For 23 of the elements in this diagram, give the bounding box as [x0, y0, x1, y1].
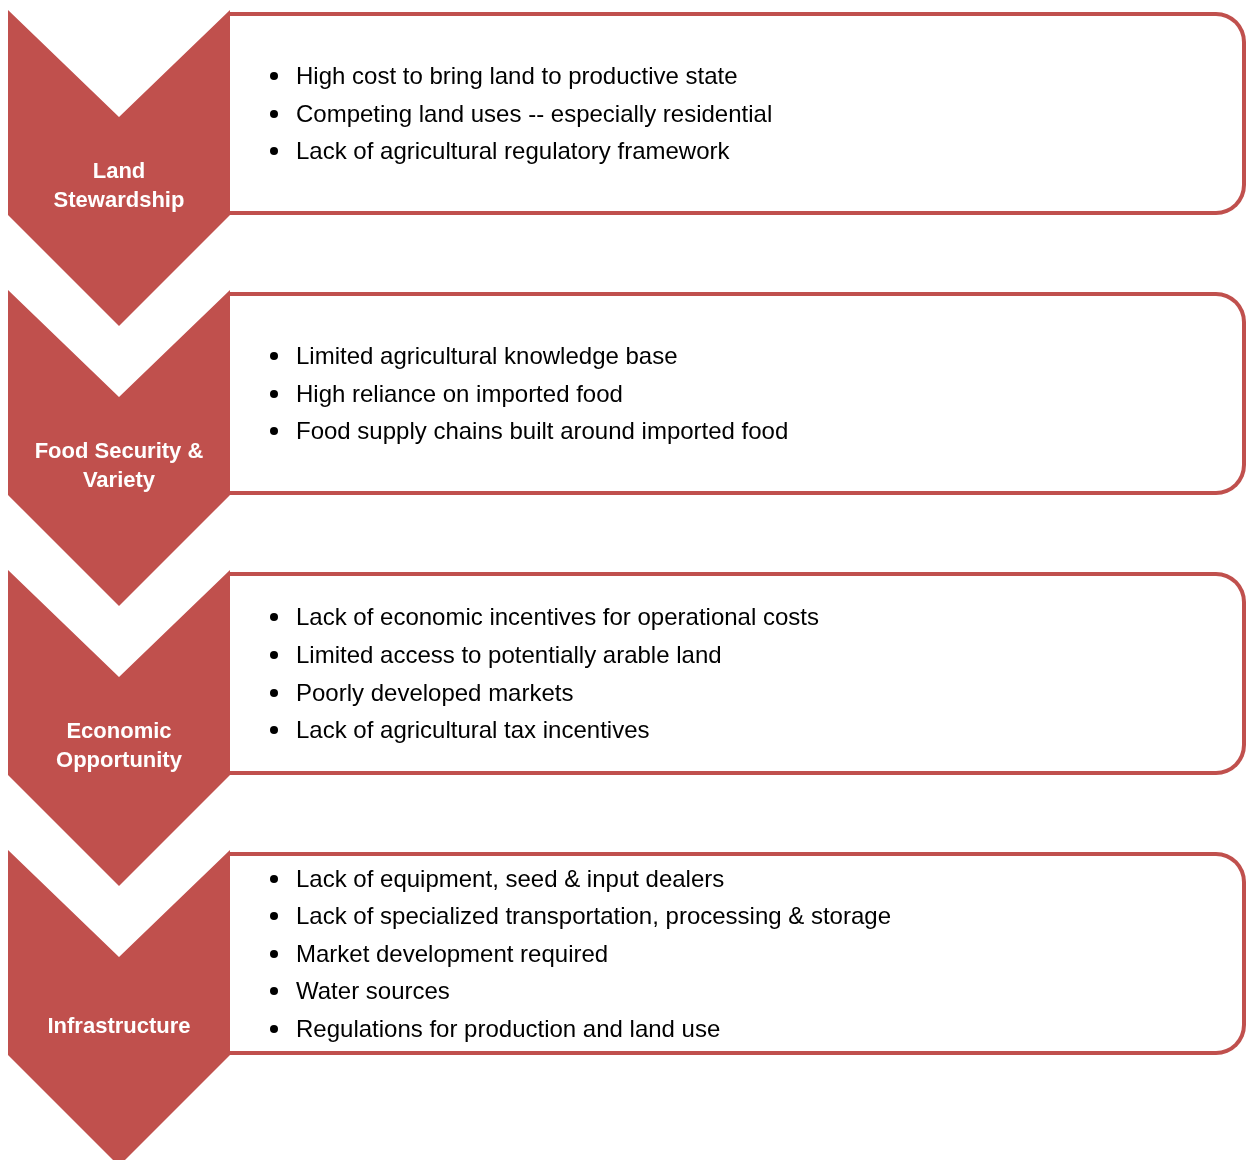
chevron-label: Infrastructure — [47, 1011, 191, 1040]
bullet-item: Lack of agricultural tax incentives — [270, 711, 650, 749]
text-panel — [230, 572, 1246, 775]
chevron-label: Economic Opportunity — [55, 717, 183, 774]
text-panel — [230, 852, 1246, 1055]
bullet-item: Lack of specialized transportation, processing & storage — [270, 897, 891, 935]
bullet-item: Water sources — [270, 972, 450, 1010]
bullet-item: Lack of economic incentives for operational costs — [270, 598, 819, 636]
bullet-item: Food supply chains built around imported food — [270, 412, 789, 450]
text-panel — [230, 12, 1246, 215]
bullet-item: Lack of equipment, seed & input dealers — [270, 859, 725, 898]
bullet-item: Competing land uses -- especially residential — [270, 94, 773, 133]
bullet-item: Limited agricultural knowledge base — [270, 337, 678, 375]
bullet-item: Regulations for production and land use — [270, 1009, 721, 1048]
chevron-label: Food Security & Variety — [33, 437, 205, 494]
bullet-item: Market development required — [270, 934, 609, 973]
bullet-item: Lack of agricultural regulatory framework — [270, 132, 730, 170]
bullet-item: Poorly developed markets — [270, 673, 574, 712]
chevron-label: Land Stewardship — [52, 157, 186, 214]
bullet-item: High reliance on imported food — [270, 374, 623, 413]
bullet-item: Limited access to potentially arable land — [270, 635, 722, 674]
text-panel — [230, 292, 1246, 495]
bullet-item: High cost to bring land to productive state — [270, 57, 738, 95]
